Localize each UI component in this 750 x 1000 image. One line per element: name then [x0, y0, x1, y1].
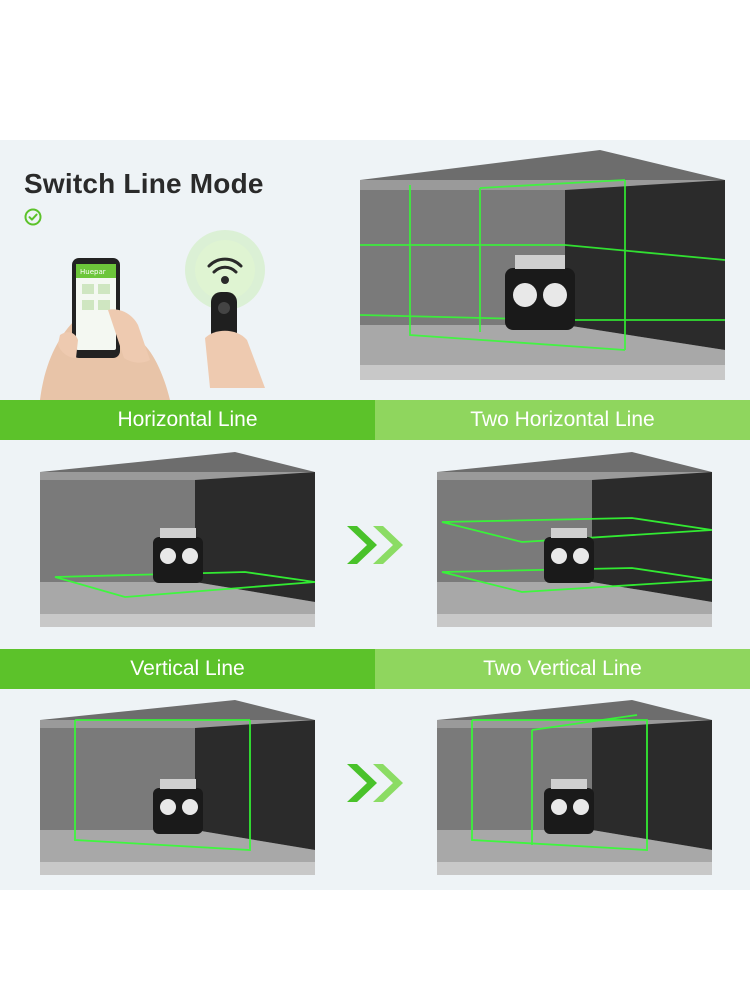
mode-label-horizontal-line: Horizontal Line	[0, 400, 375, 440]
mode-label-two-vertical-line: Two Vertical Line	[375, 649, 750, 689]
phone-brand-text: Huepar	[80, 268, 106, 276]
check-circle-icon	[24, 208, 42, 226]
hand-with-remote-illustration	[185, 230, 265, 388]
room-scene-two-vertical-line	[437, 700, 712, 875]
hand-with-phone-illustration: Huepar	[40, 258, 170, 400]
room-scene-two-horizontal-line	[437, 452, 713, 627]
room-scene-all-lines	[359, 150, 726, 380]
room-scene-vertical-line	[40, 700, 315, 875]
mode-label-vertical-line: Vertical Line	[0, 649, 375, 689]
room-scene-horizontal-line	[40, 452, 316, 627]
double-chevron-right-icon	[347, 764, 403, 802]
mode-label-two-horizontal-line: Two Horizontal Line	[375, 400, 750, 440]
page-title: Switch Line Mode	[24, 168, 264, 199]
wifi-signal-icon	[207, 257, 243, 284]
double-chevron-right-icon	[347, 526, 403, 564]
